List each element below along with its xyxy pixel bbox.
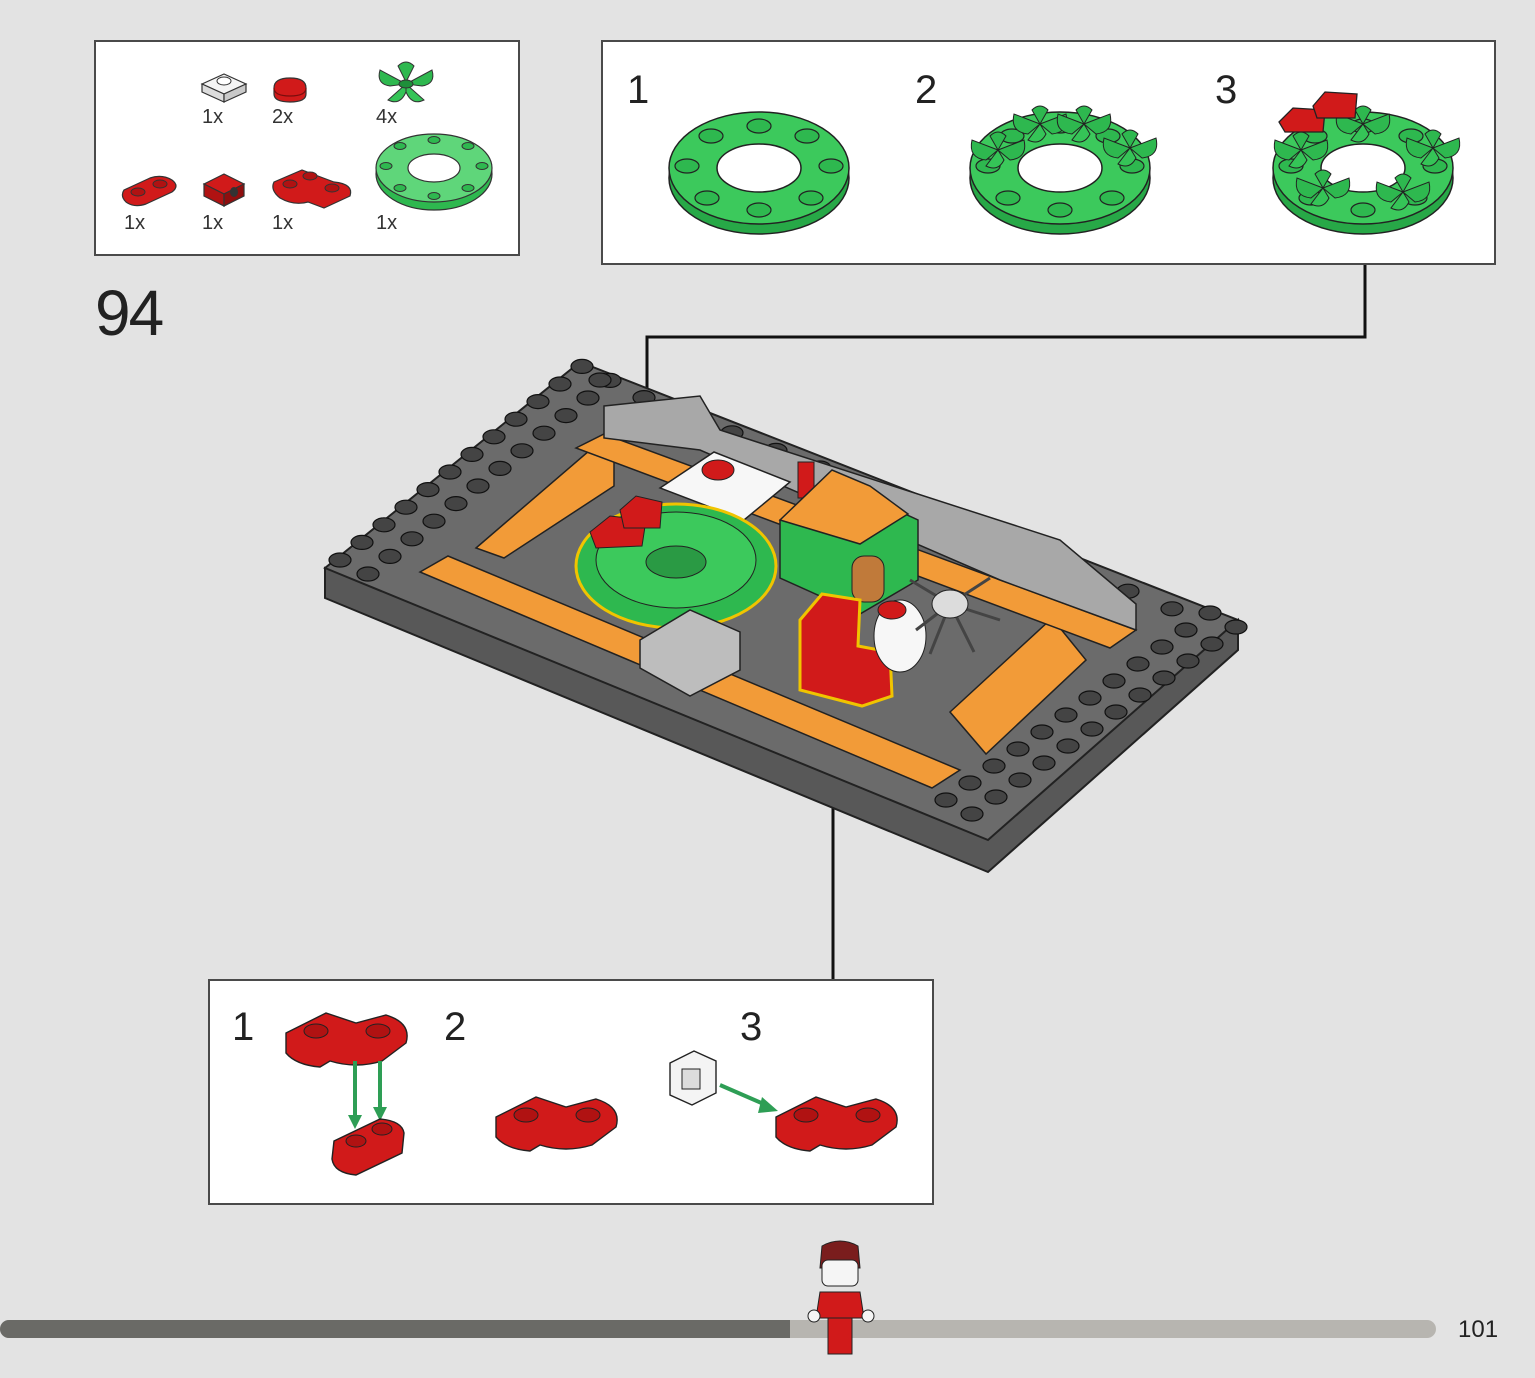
stocking-subassembly-art xyxy=(285,1012,898,1176)
wreath-subassembly-box: 1 2 3 xyxy=(601,40,1496,265)
stocking-substep-2: 2 xyxy=(444,1005,467,1049)
qty-green-leaf: 4x xyxy=(376,106,398,128)
green-ring-icon xyxy=(375,133,493,211)
page-number: 101 xyxy=(1458,1316,1499,1343)
progress-bar xyxy=(0,1320,1436,1338)
white-plate-icon xyxy=(200,73,248,103)
step-number: 94 xyxy=(95,277,164,349)
stocking-substep-1: 1 xyxy=(232,1005,255,1049)
red-plate-1x2-icon xyxy=(121,175,177,207)
qty-red-corner-plate: 1x xyxy=(272,212,294,234)
parts-list-art xyxy=(121,61,493,211)
stocking-substep-3: 3 xyxy=(740,1005,763,1049)
wreath-subassembly-art xyxy=(668,91,1461,235)
progress-fill xyxy=(0,1320,790,1338)
red-bracket-icon xyxy=(202,173,246,207)
parts-list-box: 1x 2x 4x 1x 1x 1x 1x xyxy=(94,40,520,256)
red-corner-plate-icon xyxy=(272,169,352,209)
qty-green-ring: 1x xyxy=(376,212,398,234)
qty-white-plate: 1x xyxy=(202,106,224,128)
wreath-substep-3: 3 xyxy=(1215,68,1238,112)
minifigure-progress-marker xyxy=(807,1240,875,1355)
red-tile-icon xyxy=(273,77,307,103)
wreath-substep-2: 2 xyxy=(915,68,938,112)
qty-red-tile: 2x xyxy=(272,106,294,128)
stocking-subassembly-box: 1 2 3 xyxy=(208,979,934,1205)
white-plate-piece xyxy=(669,1050,717,1106)
green-leaf-icon xyxy=(378,61,434,103)
wreath-substep-1: 1 xyxy=(627,68,650,112)
qty-red-bracket: 1x xyxy=(202,212,224,234)
qty-red-plate-1x2: 1x xyxy=(124,212,146,234)
